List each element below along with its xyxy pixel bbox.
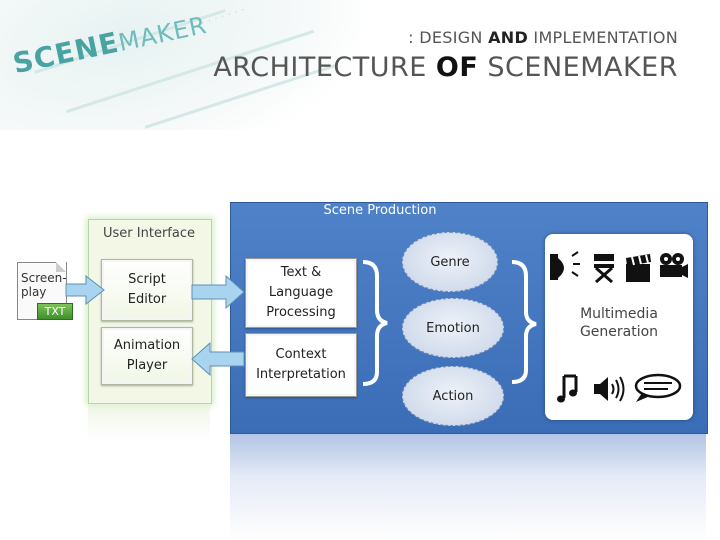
context-interpretation-label: Context Interpretation [256,346,346,382]
ui-panel-reflection [88,404,210,440]
multimedia-generation-line1: Multimedia [580,306,658,322]
text-language-processing-box: Text & Language Processing [245,258,357,328]
right-brace-icon [511,260,537,384]
arrow-left-icon [191,341,245,377]
txt-badge: TXT [37,303,73,320]
music-note-icon [557,374,578,403]
arrow-right-icon [191,274,245,310]
emotion-ellipse: Emotion [402,298,504,358]
context-interpretation-box: Context Interpretation [245,333,357,397]
slide-title: ARCHITECTURE OF SCENEMAKER [213,52,678,83]
script-editor-label: Script Editor [127,271,167,307]
screenplay-label-line2: play [21,284,47,299]
text-language-processing-label: Text & Language Processing [266,264,336,321]
emotion-label: Emotion [426,320,480,336]
clapperboard-icon [626,254,651,282]
genre-ellipse: Genre [402,232,498,292]
right-brace-icon [362,260,388,386]
speech-bubble-icon [634,373,682,402]
screenplay-file-icon: Screen-play TXT [17,262,73,320]
multimedia-generation-title: Multimedia Generation [545,305,693,341]
speaker-icon [594,376,625,402]
action-ellipse: Action [402,366,504,426]
script-editor-box: Script Editor [101,259,193,321]
lighting-icon [550,251,580,280]
animation-player-box: Animation Player [101,327,193,385]
multimedia-generation-line2: Generation [579,324,659,341]
user-interface-title: User Interface [103,226,195,241]
animation-player-label: Animation Player [113,337,181,373]
slide-subtitle: : DESIGN AND IMPLEMENTATION [408,28,678,47]
panel-reflection [230,434,706,540]
genre-label: Genre [430,254,470,270]
arrow-right-icon [65,274,105,306]
camera-icon [660,253,688,278]
screenplay-label-line1: Screen- [21,271,67,285]
scene-production-title: Scene Production [323,203,437,218]
action-label: Action [432,388,474,404]
director-chair-icon [594,254,614,284]
